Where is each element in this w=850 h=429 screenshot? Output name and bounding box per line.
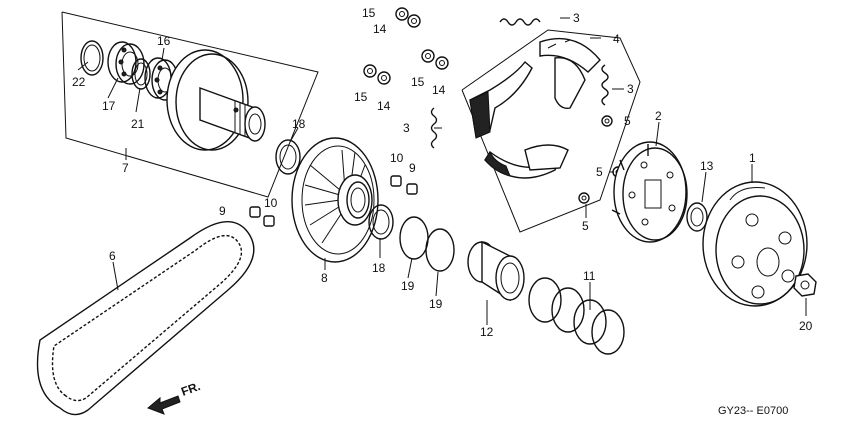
callout-18-lower: 18 bbox=[372, 261, 386, 275]
driven-face bbox=[166, 49, 266, 151]
callout-7: 7 bbox=[122, 161, 129, 175]
clutch-shoe-left bbox=[469, 60, 533, 139]
guide-collar-12 bbox=[467, 240, 525, 302]
washer-15-b bbox=[421, 49, 435, 63]
oil-seal-18-upper bbox=[275, 139, 301, 175]
callout-9-lower: 9 bbox=[219, 204, 226, 218]
washer-5-a bbox=[601, 115, 613, 127]
nut-14-c bbox=[377, 71, 391, 85]
bearing-16 bbox=[144, 57, 179, 101]
callout-3-top: 3 bbox=[573, 11, 580, 25]
shoe-spring-3-right bbox=[601, 64, 609, 106]
callout-16: 16 bbox=[157, 34, 171, 48]
callout-13: 13 bbox=[700, 159, 714, 173]
callout-9-upper: 9 bbox=[409, 161, 416, 175]
o-ring-19-b bbox=[425, 228, 455, 272]
drive-face-assembly-box bbox=[61, 11, 319, 198]
drive-pulley-face bbox=[291, 137, 379, 263]
callout-19-a: 19 bbox=[401, 279, 415, 293]
oil-seal-18-lower bbox=[368, 204, 394, 240]
callout-14-b: 14 bbox=[432, 83, 446, 97]
shoe-spring-3-mid bbox=[430, 107, 438, 149]
callout-19-b: 19 bbox=[429, 297, 443, 311]
callout-22: 22 bbox=[72, 75, 86, 89]
callout-2: 2 bbox=[655, 109, 662, 123]
callout-3-mid: 3 bbox=[403, 121, 410, 135]
bearing-17 bbox=[107, 41, 145, 85]
callout-14-c: 14 bbox=[377, 99, 391, 113]
nut-20 bbox=[793, 273, 817, 297]
direction-label: FR. bbox=[179, 379, 202, 399]
slider-9-lower bbox=[249, 206, 261, 218]
callout-15-c: 15 bbox=[354, 90, 368, 104]
circlip-21 bbox=[131, 58, 151, 90]
callout-8: 8 bbox=[321, 271, 328, 285]
callout-10-upper: 10 bbox=[390, 151, 404, 165]
clutch-outer-1 bbox=[702, 181, 808, 307]
callout-10-lower: 10 bbox=[264, 196, 278, 210]
drive-belt-6 bbox=[36, 221, 255, 416]
callout-3-right: 3 bbox=[627, 82, 634, 96]
callout-15-a: 15 bbox=[362, 6, 376, 20]
clutch-shoe-top bbox=[539, 37, 601, 109]
slider-10-upper bbox=[390, 175, 402, 187]
diagram-code: GY23-- E0700 bbox=[718, 405, 788, 417]
callout-21: 21 bbox=[131, 117, 145, 131]
callout-12: 12 bbox=[480, 325, 494, 339]
o-ring-19-a bbox=[399, 216, 429, 260]
callout-5-c: 5 bbox=[582, 219, 589, 233]
callout-4: 4 bbox=[613, 32, 620, 46]
slider-10-lower bbox=[263, 215, 275, 227]
slider-9-upper bbox=[406, 183, 418, 195]
nut-14-a bbox=[407, 14, 421, 28]
callout-6: 6 bbox=[109, 249, 116, 263]
washer-15-a bbox=[395, 7, 409, 21]
callout-15-b: 15 bbox=[411, 75, 425, 89]
nut-14-b bbox=[435, 56, 449, 70]
callouts: 1 2 3 3 3 4 5 5 5 6 7 8 9 9 10 10 11 12 … bbox=[72, 6, 813, 339]
driven-spring-11 bbox=[528, 277, 625, 355]
clutch-shoe-bottom bbox=[484, 144, 569, 179]
callout-11: 11 bbox=[583, 269, 596, 283]
callout-5-b: 5 bbox=[596, 165, 603, 179]
callout-1: 1 bbox=[749, 151, 756, 165]
shoe-spring-3-top bbox=[499, 18, 541, 26]
washer-15-c bbox=[363, 64, 377, 78]
front-direction-arrow: FR. bbox=[147, 379, 202, 415]
clutch-drive-plate bbox=[611, 141, 688, 243]
clutch-shoe-box bbox=[461, 29, 641, 233]
circlip-22 bbox=[80, 40, 104, 76]
leader-lines bbox=[77, 17, 807, 325]
washer-5-c bbox=[578, 192, 590, 204]
callout-18-upper: 18 bbox=[292, 117, 306, 131]
callout-17: 17 bbox=[102, 99, 116, 113]
seal-13 bbox=[686, 202, 708, 232]
callout-20: 20 bbox=[799, 319, 813, 333]
callout-5-a: 5 bbox=[624, 114, 631, 128]
callout-14-a: 14 bbox=[373, 22, 387, 36]
